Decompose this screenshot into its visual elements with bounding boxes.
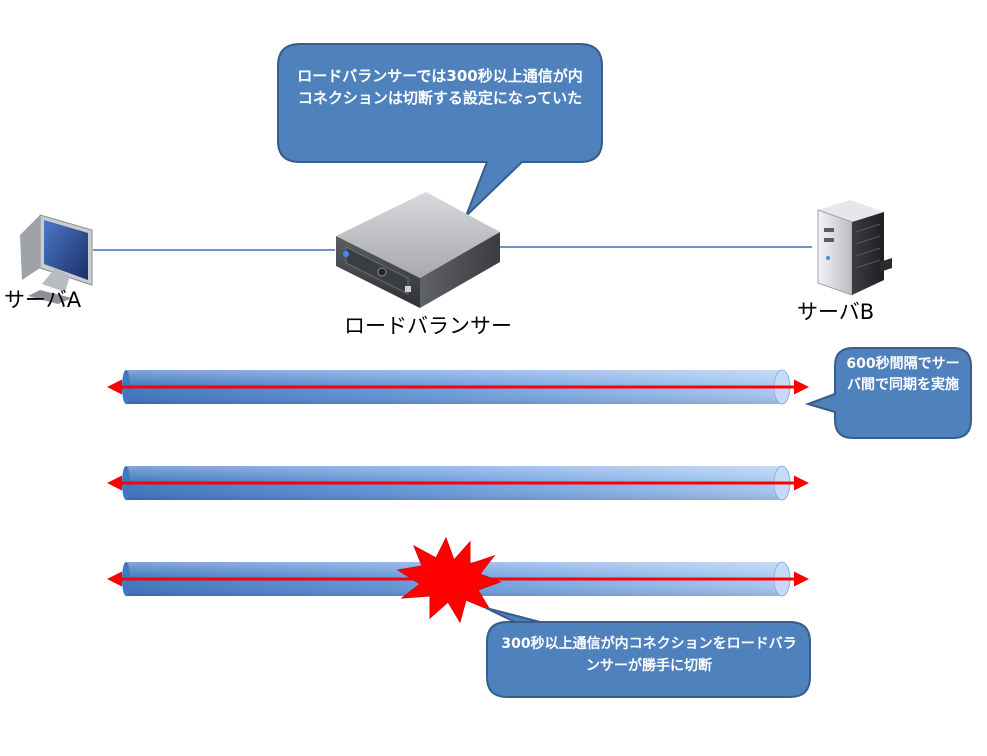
tower-server-icon [817,200,892,296]
callout-bottom [485,607,811,698]
callout-right [804,347,972,439]
callout-right-text: 600秒間隔でサーバ間で同期を実施 [846,356,960,393]
callout-top-text: ロードバランサーでは300秒以上通信が内コネクションは切断する設定になっていた [297,67,583,107]
server-a-label: サーバA [4,288,82,312]
callout-top [277,43,603,217]
explosion-icon [396,536,502,624]
server-b-label: サーバB [797,300,875,324]
monitor-icon [20,214,93,304]
callout-bottom-text: 300秒以上通信が内コネクションをロードバランサーが勝手に切断 [501,636,797,674]
load-balancer-icon [336,192,500,308]
load-balancer-label: ロードバランサー [344,314,512,338]
